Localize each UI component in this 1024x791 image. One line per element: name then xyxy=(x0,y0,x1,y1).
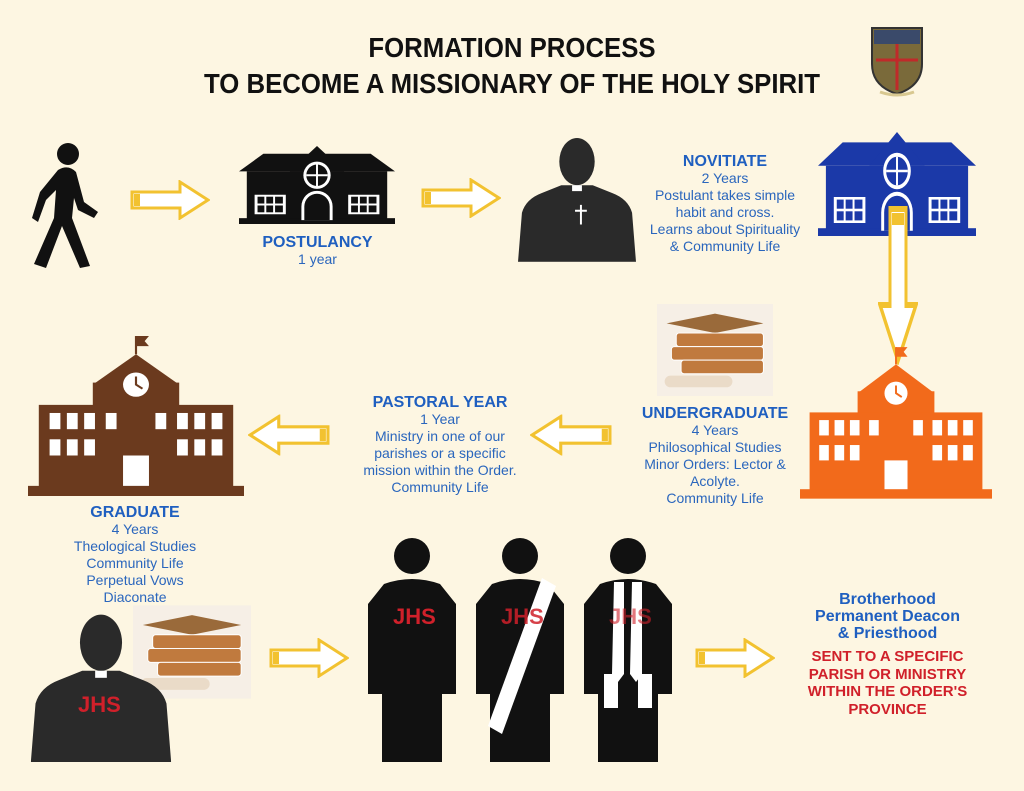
final-line: Brotherhood xyxy=(839,591,936,608)
graduate-line: 4 Years xyxy=(111,521,159,537)
robed-figures-icon xyxy=(368,538,672,762)
final-line: Permanent Deacon xyxy=(815,608,960,625)
pastoral-block: PASTORAL YEAR 1 Year Ministry in one of … xyxy=(340,394,540,496)
undergraduate-line: Community Life xyxy=(666,490,764,506)
crest-logo xyxy=(871,27,923,97)
sent-line: PROVINCE xyxy=(848,700,927,718)
robe-label: JHS xyxy=(609,604,652,629)
graduate-heading: GRADUATE xyxy=(90,504,180,521)
graduate-line: Perpetual Vows xyxy=(86,572,184,588)
sent-line: PARISH OR MINISTRY xyxy=(808,665,967,683)
graduate-priest-icon xyxy=(30,610,172,762)
pastoral-line: mission within the Order. xyxy=(363,462,517,478)
robe-label: JHS xyxy=(393,604,436,629)
pastoral-line: 1 Year xyxy=(420,411,460,427)
undergraduate-heading: UNDERGRADUATE xyxy=(641,405,789,422)
final-block: Brotherhood Permanent Deacon & Priesthoo… xyxy=(780,591,995,718)
novitiate-line: habit and cross. xyxy=(675,204,775,220)
pastoral-line: parishes or a specific xyxy=(374,445,506,461)
robe-label: JHS xyxy=(501,604,544,629)
walking-person-icon xyxy=(32,143,98,268)
novitiate-block: NOVITIATE 2 Years Postulant takes simple… xyxy=(620,153,830,255)
postulancy-building-icon xyxy=(238,146,396,224)
novice-priest-icon xyxy=(518,134,636,262)
sent-line: WITHIN THE ORDER'S xyxy=(807,683,968,700)
postulancy-block: POSTULANCY 1 year xyxy=(230,234,405,268)
arrow-down xyxy=(858,245,938,325)
title-line-2: TO BECOME A MISSIONARY OF THE HOLY SPIRI… xyxy=(204,68,820,99)
undergraduate-line: Philosophical Studies xyxy=(648,439,782,455)
arrow-left-1 xyxy=(530,414,612,456)
undergraduate-block: UNDERGRADUATE 4 Years Philosophical Stud… xyxy=(620,405,810,507)
title-line-1: FORMATION PROCESS xyxy=(368,32,656,63)
arrow-right-3 xyxy=(268,638,350,678)
arrow-left-2 xyxy=(248,414,330,456)
graduate-block: GRADUATE 4 Years Theological Studies Com… xyxy=(40,504,230,606)
pastoral-heading: PASTORAL YEAR xyxy=(372,394,508,411)
arrow-right-2 xyxy=(420,178,502,218)
graduate-line: Theological Studies xyxy=(73,538,197,554)
robe-label: JHS xyxy=(78,692,121,717)
final-line: & Priesthood xyxy=(837,625,938,642)
novitiate-line: & Community Life xyxy=(669,238,781,254)
novitiate-line: 2 Years xyxy=(701,170,749,186)
pastoral-line: Ministry in one of our xyxy=(375,428,505,444)
postulancy-line: 1 year xyxy=(298,251,337,267)
graduate-line: Diaconate xyxy=(103,589,167,605)
page-title: FORMATION PROCESS TO BECOME A MISSIONARY… xyxy=(41,30,983,102)
postulancy-heading: POSTULANCY xyxy=(262,234,373,251)
arrow-right-4 xyxy=(694,638,776,678)
undergraduate-line: Acolyte. xyxy=(690,473,740,489)
novitiate-line: Postulant takes simple xyxy=(654,187,796,203)
sent-line: SENT TO A SPECIFIC xyxy=(811,648,964,665)
novitiate-line: Learns about Spirituality xyxy=(649,221,801,237)
undergraduate-line: 4 Years xyxy=(691,422,739,438)
pastoral-line: Community Life xyxy=(391,479,489,495)
undergraduate-line: Minor Orders: Lector & xyxy=(644,456,786,472)
novitiate-heading: NOVITIATE xyxy=(682,153,768,170)
undergraduate-college-icon xyxy=(800,342,992,502)
undergraduate-books-icon xyxy=(655,304,775,396)
graduate-college-icon xyxy=(28,334,244,496)
graduate-line: Community Life xyxy=(86,555,184,571)
arrow-right-1 xyxy=(130,180,210,220)
